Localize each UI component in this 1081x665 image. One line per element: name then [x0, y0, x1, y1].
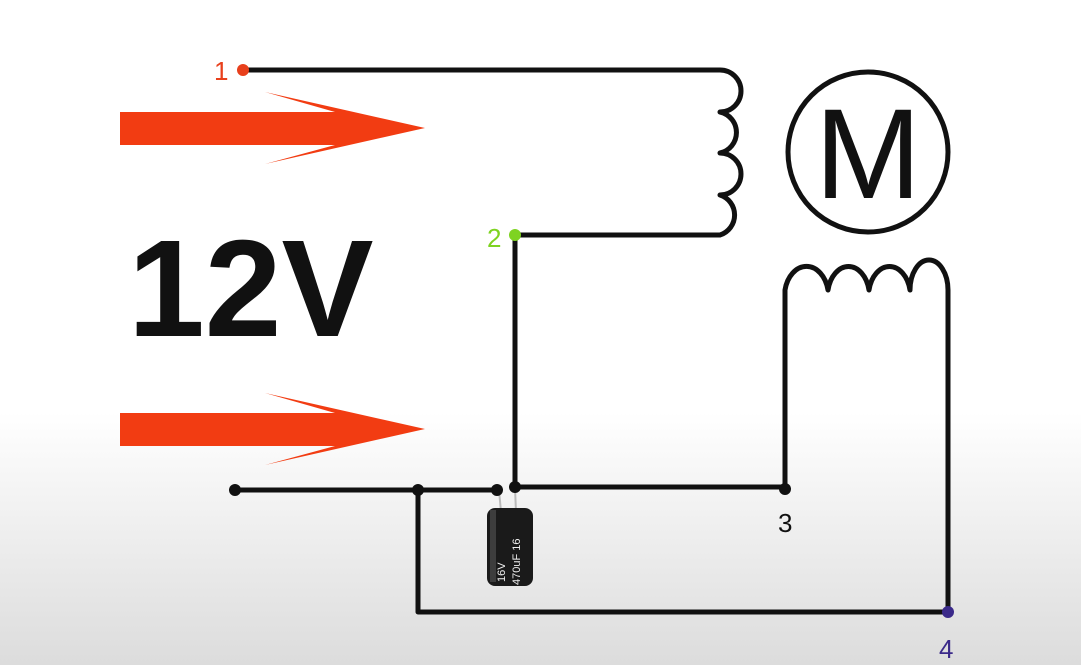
node-1-label: 1 [214, 56, 228, 86]
field-coil-right [415, 257, 951, 615]
node-2-dot [509, 229, 521, 241]
voltage-label: 12V [128, 212, 374, 366]
motor-symbol [785, 69, 951, 235]
junction-dot [412, 484, 424, 496]
node-3-label: 3 [778, 508, 792, 538]
motor-label: M [815, 83, 922, 226]
junction-dot [491, 484, 503, 496]
capacitor: 16V 470uF 16 [487, 487, 533, 586]
node-3-dot [779, 483, 791, 495]
junction-dot [509, 481, 521, 493]
node-4-label: 4 [939, 634, 953, 664]
node-4-dot [942, 606, 954, 618]
arrow-top [120, 92, 425, 164]
arrow-bottom [120, 393, 425, 465]
capacitor-value: 470uF 16 [511, 538, 523, 585]
node-2-label: 2 [487, 223, 501, 253]
field-coil-top [240, 67, 744, 490]
junction-dot [229, 484, 241, 496]
capacitor-rating: 16V [496, 562, 508, 582]
node-1-dot [237, 64, 249, 76]
